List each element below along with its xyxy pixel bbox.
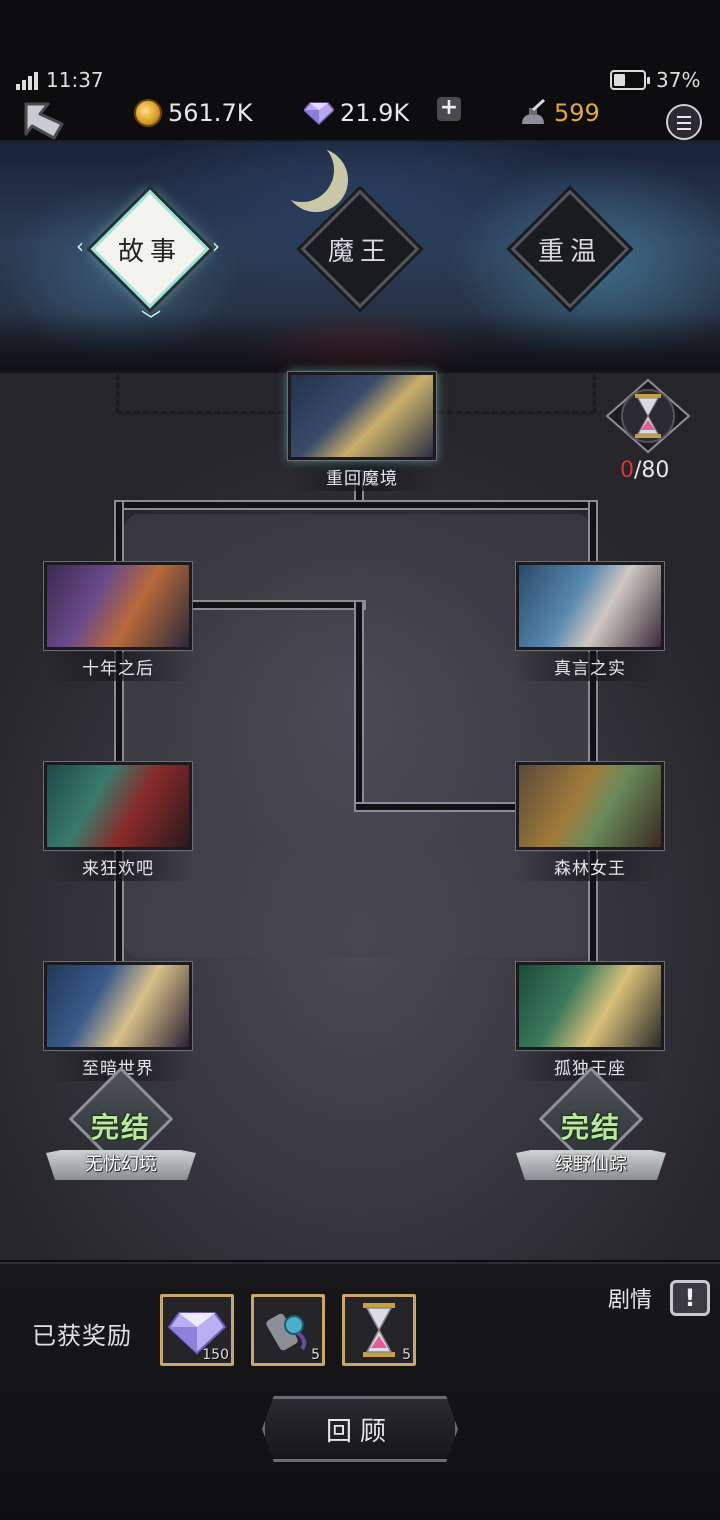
gem-counter: 21.9K: [304, 96, 409, 130]
chevron-down-icon: ﹀: [141, 308, 161, 332]
status-bar: 11:37 37%: [0, 60, 720, 100]
gem-amount: 21.9K: [340, 99, 410, 127]
tab-story-label: 故事: [117, 236, 182, 267]
scroll-icon: [266, 1313, 307, 1351]
back-arrow-icon[interactable]: [18, 96, 70, 144]
tab-revisit-label: 重温: [537, 236, 602, 267]
chapter-node-right-3[interactable]: 孤独王座: [515, 961, 665, 1081]
menu-button[interactable]: [666, 104, 702, 140]
ending-badge-right[interactable]: 完结 绿野仙踪: [516, 1066, 666, 1190]
chapter-node-right-2[interactable]: 森林女王: [515, 761, 665, 881]
tab-demon-king[interactable]: 魔王: [300, 189, 420, 309]
diamond-icon: [167, 1312, 227, 1355]
signal-icon: [16, 72, 38, 90]
ending-status: 完结: [90, 1111, 151, 1144]
chevron-right-icon: ›: [212, 234, 220, 258]
chapter-node-left-3[interactable]: 至暗世界: [43, 961, 193, 1081]
gold-amount: 561.7K: [168, 99, 253, 127]
reward-diamond[interactable]: 150: [160, 1294, 234, 1366]
chapter-node-top[interactable]: 重回魔境: [287, 371, 437, 491]
reward-hourglass[interactable]: 5: [342, 1294, 416, 1366]
chapter-title: 森林女王: [516, 852, 664, 881]
connector: [354, 802, 520, 812]
progress-total: /80: [634, 458, 670, 483]
chapter-node-right-1[interactable]: 真言之实: [515, 561, 665, 681]
review-button[interactable]: 回顾: [262, 1396, 458, 1462]
reward-count: 5: [402, 1347, 411, 1363]
gem-icon: [304, 102, 334, 125]
ending-status: 完结: [560, 1111, 621, 1144]
moon-decoration: [270, 142, 334, 202]
chapter-node-left-1[interactable]: 十年之后: [43, 561, 193, 681]
plot-label: 剧情: [608, 1288, 653, 1313]
gold-counter: 561.7K: [134, 96, 252, 130]
clock: 11:37: [46, 68, 104, 92]
ending-badge-left[interactable]: 完结 无忧幻境: [46, 1066, 196, 1190]
tab-story[interactable]: 故事: [90, 189, 210, 309]
chevron-left-icon: ‹: [76, 234, 84, 258]
ink-counter: 599: [518, 96, 600, 130]
battery-level: 37%: [656, 68, 701, 92]
connector: [114, 500, 598, 510]
chapter-title: 十年之后: [44, 652, 192, 681]
rewards-label: 已获奖励: [32, 1322, 132, 1350]
ink-amount: 599: [554, 99, 600, 127]
ending-name: 无忧幻境: [46, 1150, 196, 1180]
chapter-title: 来狂欢吧: [44, 852, 192, 881]
ending-name: 绿野仙踪: [516, 1150, 666, 1180]
tab-revisit[interactable]: 重温: [510, 189, 630, 309]
ink-bottle-icon: [522, 98, 546, 124]
review-button-label: 回顾: [325, 1416, 394, 1447]
hourglass-icon: [363, 1303, 395, 1357]
plot-info-button[interactable]: !: [670, 1280, 710, 1316]
chapter-title: 重回魔境: [288, 462, 436, 491]
tab-demon-king-label: 魔王: [327, 236, 392, 267]
add-gems-button[interactable]: +: [437, 97, 461, 121]
reward-count: 150: [202, 1347, 229, 1363]
hourglass-icon[interactable]: [605, 378, 691, 454]
chapter-node-left-2[interactable]: 来狂欢吧: [43, 761, 193, 881]
chapter-title: 真言之实: [516, 652, 664, 681]
connector: [188, 600, 366, 610]
progress-current: 0: [620, 458, 634, 483]
gold-coin-icon: [134, 99, 162, 127]
progress-counter: 0/80: [620, 458, 669, 483]
battery-icon: [610, 70, 650, 90]
reward-count: 5: [311, 1347, 320, 1363]
reward-scroll[interactable]: 5: [251, 1294, 325, 1366]
connector: [354, 600, 364, 812]
